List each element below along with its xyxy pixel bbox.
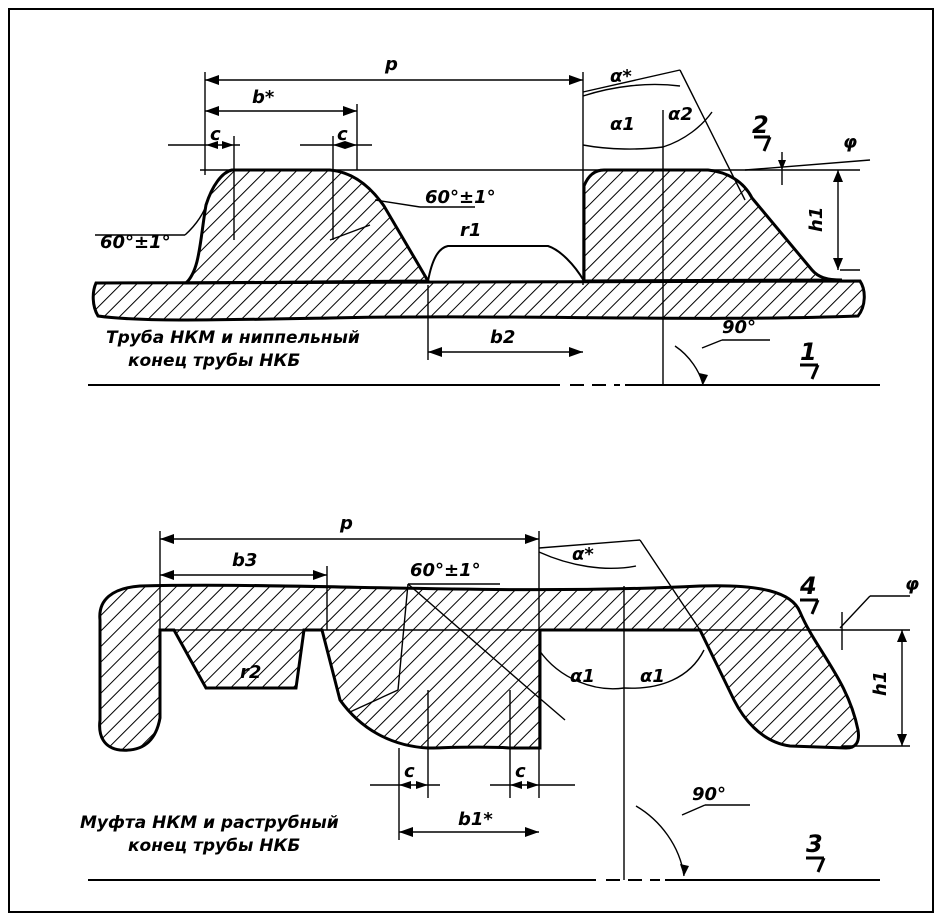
bottom-label-r2: r2 <box>240 662 261 683</box>
top-pipe-body <box>91 279 866 322</box>
bottom-label-alpha-star: α* <box>572 544 594 565</box>
top-profile <box>88 69 880 386</box>
bottom-label-90: 90° <box>692 784 726 805</box>
bottom-profile <box>88 531 910 881</box>
top-caption-line1: Труба НКМ и ниппельный <box>106 328 360 348</box>
bottom-label-alpha1-right: α1 <box>640 666 665 687</box>
top-label-r1: r1 <box>460 220 481 241</box>
top-caption-line2: конец трубы НКБ <box>128 351 300 371</box>
bottom-label-alpha1-left: α1 <box>570 666 595 687</box>
top-label-p: p <box>384 54 398 75</box>
bottom-label-p: p <box>339 513 353 534</box>
bottom-coupling-body <box>98 583 860 752</box>
top-tooth-right <box>582 168 843 283</box>
top-label-h1: h1 <box>806 207 827 232</box>
bottom-label-b3: b3 <box>232 550 257 571</box>
drawing-frame <box>8 8 934 913</box>
top-label-alpha2: α2 <box>668 104 693 125</box>
top-label-angle-mid: 60°±1° <box>425 187 496 208</box>
top-tooth-left <box>182 168 431 285</box>
top-root-line <box>427 245 585 282</box>
top-label-c-right: c <box>337 124 348 145</box>
top-label-phi: φ <box>843 132 857 153</box>
bottom-label-phi: φ <box>905 574 919 595</box>
bottom-label-h1: h1 <box>870 671 891 696</box>
top-mark-2: 2 <box>752 111 769 139</box>
top-label-b2: b2 <box>490 327 515 348</box>
bottom-caption-line1: Муфта НКМ и раструбный <box>80 813 339 833</box>
bottom-caption-line2: конец трубы НКБ <box>128 836 300 856</box>
bottom-label-c-left: c <box>404 761 415 782</box>
bottom-label-b1-star: b1* <box>458 809 493 830</box>
top-mark-1: 1 <box>800 338 817 366</box>
bottom-label-c-right: c <box>515 761 526 782</box>
bottom-label-angle-mid: 60°±1° <box>410 560 481 581</box>
top-label-alpha1: α1 <box>610 114 635 135</box>
top-label-c-left: c <box>210 124 221 145</box>
top-label-b-star: b* <box>252 87 275 108</box>
top-label-alpha-star: α* <box>610 66 632 87</box>
bottom-mark-4: 4 <box>799 572 817 600</box>
top-label-angle-left: 60°±1° <box>100 232 171 253</box>
bottom-mark-3: 3 <box>806 830 823 858</box>
top-label-90: 90° <box>722 317 756 338</box>
